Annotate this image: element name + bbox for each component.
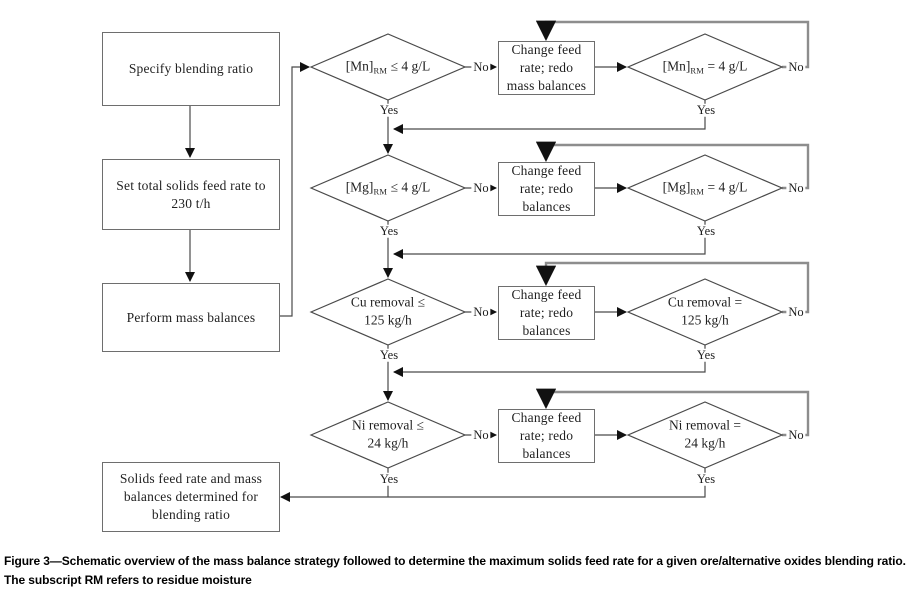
branch-label-no: No (471, 427, 491, 442)
branch-label-no: No (786, 180, 806, 195)
branch-label-no: No (786, 427, 806, 442)
branch-label-no: No (786, 304, 806, 319)
decision-subscript: RM (373, 65, 388, 76)
decision-text: ≤ 4 g/L (387, 58, 431, 74)
branch-label-no: No (471, 180, 491, 195)
yes-merge-row3 (392, 345, 706, 378)
flow-box-perform-mass-balances: Perform mass balances (102, 283, 280, 352)
decision-label-ni-check: Ni removal ≤ 24 kg/h (308, 417, 468, 454)
decision-label-mn-verify: [Mn]RM = 4 g/L (625, 57, 785, 76)
branch-label-yes: Yes (694, 471, 718, 486)
flow-box-label: Change feed rate; redo mass balances (506, 42, 587, 93)
decision-label-mg-check: [Mg]RM ≤ 4 g/L (308, 178, 468, 197)
flow-box-change-feed-row4: Change feed rate; redo balances (498, 409, 595, 463)
decision-text: Ni removal = 24 kg/h (668, 417, 742, 451)
arrow-to-end-box (279, 468, 706, 503)
flow-box-label: Perform mass balances (126, 309, 256, 325)
branch-label-yes: Yes (377, 471, 401, 486)
diamond-ni-verify (626, 401, 784, 469)
flow-box-result-determined: Solids feed rate and mass balances deter… (102, 462, 280, 532)
decision-text: [Mg] (345, 179, 374, 195)
figure-caption: Figure 3—Schematic overview of the mass … (4, 554, 906, 587)
arrow-perform-to-mn-check (278, 61, 311, 317)
decision-text: Ni removal ≤ 24 kg/h (352, 417, 424, 451)
diamond-cu-check (309, 278, 467, 346)
diamond-mn-check (309, 33, 467, 101)
diamond-mg-verify (626, 154, 784, 222)
flow-box-change-feed-row2: Change feed rate; redo balances (498, 162, 595, 216)
flow-box-label: Set total solids feed rate to 230 t/h (116, 177, 266, 211)
decision-text: = 4 g/L (704, 179, 748, 195)
flow-box-specify-blending-ratio: Specify blending ratio (102, 32, 280, 106)
diamond-mn-verify (626, 33, 784, 101)
decision-subscript: RM (690, 186, 705, 197)
decision-label-cu-verify: Cu removal = 125 kg/h (625, 294, 785, 331)
branch-label-no: No (471, 304, 491, 319)
decision-subscript: RM (690, 65, 705, 76)
diamond-mg-check (309, 154, 467, 222)
flow-box-label: Specify blending ratio (128, 61, 254, 77)
flow-box-label: Change feed rate; redo balances (511, 410, 582, 461)
branch-label-yes: Yes (377, 223, 401, 238)
decision-text: [Mn] (662, 58, 691, 74)
decision-label-mn-check: [Mn]RM ≤ 4 g/L (308, 57, 468, 76)
decision-text: Cu removal = 125 kg/h (667, 294, 743, 328)
decision-text: ≤ 4 g/L (387, 179, 431, 195)
diamond-ni-check (309, 401, 467, 469)
branch-label-yes: Yes (694, 223, 718, 238)
branch-label-no: No (786, 59, 806, 74)
yes-merge-row1 (392, 100, 706, 135)
branch-label-no: No (471, 59, 491, 74)
branch-label-yes: Yes (377, 347, 401, 362)
decision-subscript: RM (373, 186, 388, 197)
flow-box-set-solids-feed-rate: Set total solids feed rate to 230 t/h (102, 159, 280, 230)
branch-label-yes: Yes (694, 102, 718, 117)
decision-label-cu-check: Cu removal ≤ 125 kg/h (308, 294, 468, 331)
flow-box-label: Change feed rate; redo balances (511, 287, 582, 338)
flow-box-label: Solids feed rate and mass balances deter… (119, 471, 263, 522)
flow-box-label: Change feed rate; redo balances (511, 163, 582, 214)
flow-box-change-feed-row3: Change feed rate; redo balances (498, 286, 595, 340)
decision-label-ni-verify: Ni removal = 24 kg/h (625, 417, 785, 454)
decision-text: Cu removal ≤ 125 kg/h (350, 294, 426, 328)
diamond-cu-verify (626, 278, 784, 346)
decision-label-mg-verify: [Mg]RM = 4 g/L (625, 178, 785, 197)
decision-text: = 4 g/L (704, 58, 748, 74)
branch-label-yes: Yes (377, 102, 401, 117)
decision-text: [Mn] (345, 58, 374, 74)
decision-text: [Mg] (662, 179, 691, 195)
flow-box-change-feed-row1: Change feed rate; redo mass balances (498, 41, 595, 95)
yes-merge-row2 (392, 221, 706, 260)
branch-label-yes: Yes (694, 347, 718, 362)
